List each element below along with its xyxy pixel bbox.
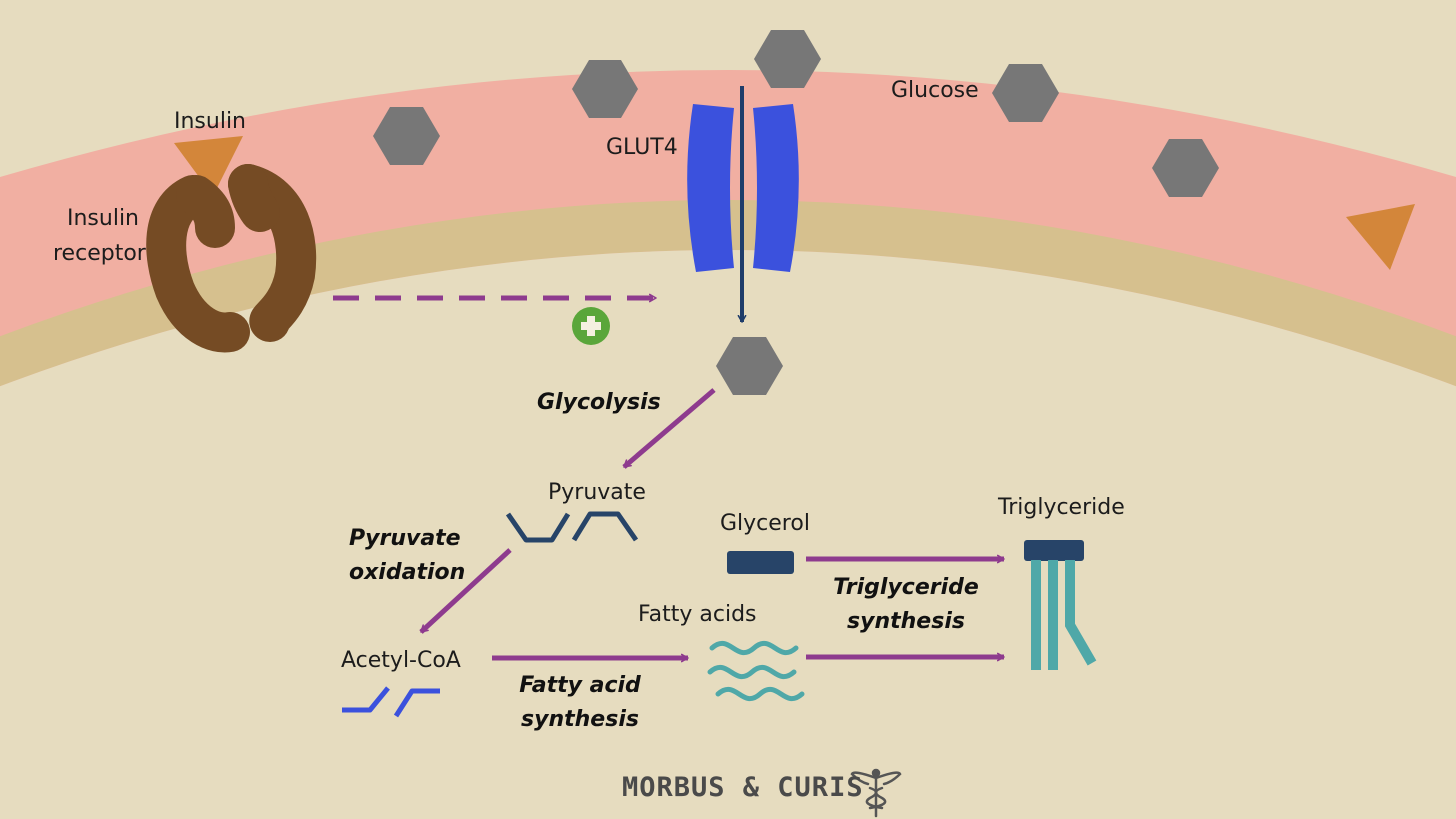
fatty-acids-label: Fatty acids xyxy=(638,602,757,627)
fatty-acid-synthesis-label-line1: Fatty acid xyxy=(519,673,641,698)
insulin-label: Insulin xyxy=(174,109,247,134)
activation-plus-icon xyxy=(572,307,610,345)
glucose-hexagon-icon xyxy=(754,30,821,88)
glucose-hexagon-icon xyxy=(992,64,1059,122)
triglyceride-molecule-icon xyxy=(1024,540,1097,670)
glycolysis-arrow xyxy=(622,388,716,469)
pyruvate-molecule-icon xyxy=(505,511,639,543)
glucose-label: Glucose xyxy=(891,78,979,103)
insulin-receptor-label-line2: receptor xyxy=(53,241,146,266)
pyruvate-oxidation-arrow xyxy=(419,548,512,634)
acetyl-coa-label: Acetyl-CoA xyxy=(341,648,461,673)
triglyceride-label: Triglyceride xyxy=(998,495,1125,520)
insulin-triangle-icon xyxy=(1346,204,1415,270)
glucose-hexagon-icon xyxy=(716,337,783,395)
triglyceride-synthesis-label-line2: synthesis xyxy=(847,609,965,634)
fatty-acid-synthesis-label-line2: synthesis xyxy=(521,707,639,732)
insulin-receptor-icon xyxy=(146,164,317,353)
glycolysis-process-label: Glycolysis xyxy=(537,390,661,415)
glycerol-label: Glycerol xyxy=(720,511,810,536)
brand-logo-text: MORBUS & CURIS xyxy=(622,772,864,803)
pyruvate-oxidation-label-line2: oxidation xyxy=(349,560,466,585)
acetyl-coa-molecule-icon xyxy=(342,686,440,718)
cell-membrane xyxy=(0,200,1456,387)
glycerol-molecule-icon xyxy=(727,551,794,574)
glucose-hexagon-icon xyxy=(373,107,440,165)
glucose-hexagon-icon xyxy=(1152,139,1219,197)
caduceus-icon xyxy=(850,768,902,818)
triglyceride-synthesis-label-line1: Triglyceride xyxy=(833,575,979,600)
glut4-label: GLUT4 xyxy=(606,135,678,160)
glut4-transporter-icon xyxy=(687,104,799,272)
cytoplasm xyxy=(0,250,1456,819)
insulin-receptor-label-line1: Insulin xyxy=(67,206,140,231)
fatty-acid-molecule-icon xyxy=(707,640,805,702)
glucose-hexagon-icon xyxy=(572,60,638,118)
pyruvate-oxidation-label-line1: Pyruvate xyxy=(349,526,461,551)
pyruvate-label: Pyruvate xyxy=(548,480,646,505)
insulin-triangle-icon xyxy=(174,136,243,196)
